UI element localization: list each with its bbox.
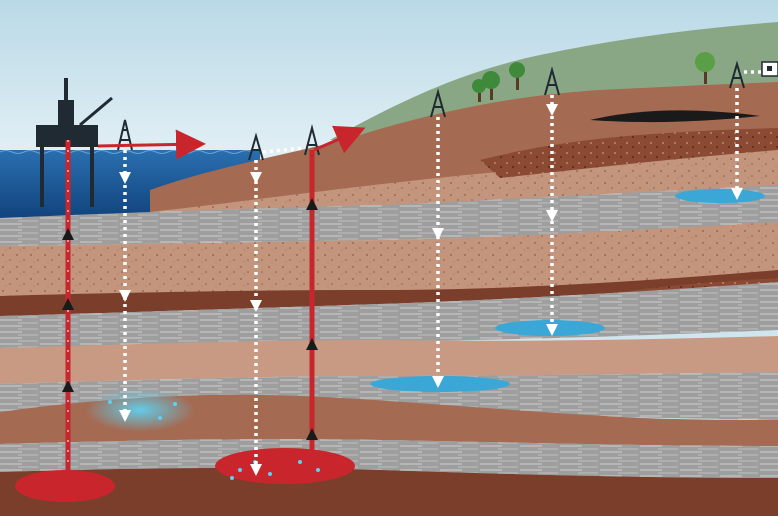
layer-shale-upper [0,185,778,246]
export-arrow-icon [313,125,366,154]
layer-shale-deep [0,439,778,478]
arrow-up-icon [306,428,318,440]
arrow-up-icon [62,380,74,392]
offshore-platform-icon [36,78,113,207]
arrow-down-icon [119,104,743,476]
tree-icon [472,52,715,102]
injection-wells [123,70,762,470]
layer-brown-lower [0,336,778,384]
arrow-up-icon [306,198,318,210]
layer-dark-band-mid [0,270,778,316]
arrow-up-icon [306,338,318,350]
production-well-coastal [306,150,318,456]
oil-streak [590,110,760,123]
co2-pool-hill-3 [675,189,765,203]
reservoir-speckle [108,400,320,480]
oil-reservoir-center [215,448,355,484]
production-well-offshore [62,140,74,470]
layer-dark-band-upper [480,128,778,178]
arrow-up-icon [62,228,74,240]
building-icon [761,61,778,77]
derrick-icon [117,60,745,161]
layer-basement [0,467,778,516]
co2-plume-offshore [85,388,195,432]
export-arrow-icon [97,129,206,160]
arrow-up-icon [62,298,74,310]
oil-reservoir-left [15,470,115,502]
